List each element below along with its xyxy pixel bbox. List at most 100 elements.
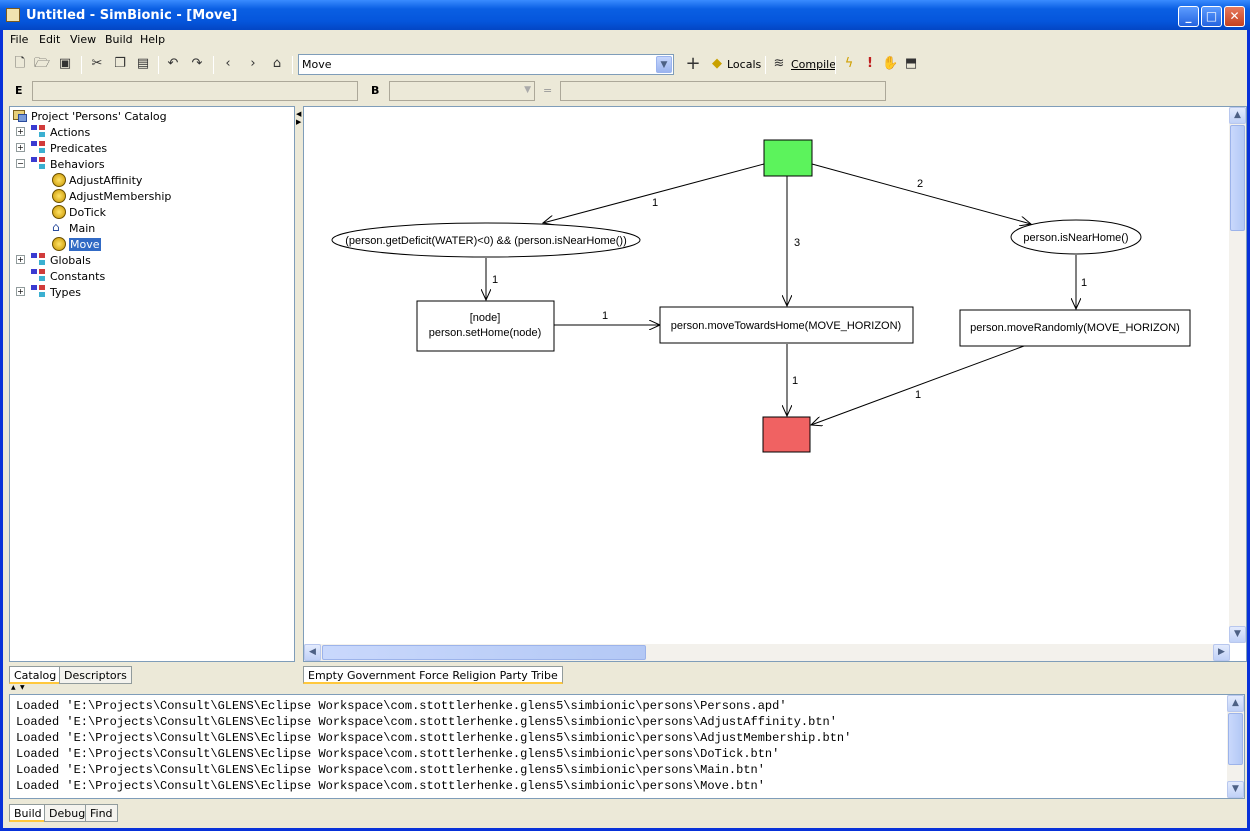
scroll-down-icon[interactable]: ▼ xyxy=(1229,626,1246,643)
minimize-button[interactable]: _ xyxy=(1178,6,1199,27)
menu-help[interactable]: Help xyxy=(140,33,166,46)
horizontal-splitter[interactable]: ▲ ▼ xyxy=(3,684,1247,693)
condition-node-2[interactable] xyxy=(1010,219,1142,255)
menu-edit[interactable]: Edit xyxy=(39,33,61,46)
class-icon xyxy=(31,269,47,283)
redo-icon[interactable]: ↷ xyxy=(191,56,203,71)
equals-label: = xyxy=(543,84,553,97)
app-icon xyxy=(6,8,20,22)
scroll-thumb[interactable] xyxy=(322,645,646,660)
expression-bar: E B ▼ = xyxy=(3,79,1247,103)
maximize-button[interactable]: □ xyxy=(1201,6,1222,27)
home-icon[interactable]: ⌂ xyxy=(272,56,282,71)
paste-icon[interactable]: ▤ xyxy=(136,56,150,71)
expression-field[interactable] xyxy=(32,81,358,101)
left-tabs: Catalog Descriptors xyxy=(9,664,295,686)
behavior-icon xyxy=(52,205,66,219)
log-line: Loaded 'E:\Projects\Consult\GLENS\Eclips… xyxy=(16,731,852,745)
expand-icon[interactable]: + xyxy=(16,143,25,152)
expand-right-icon[interactable]: ▶ xyxy=(296,118,302,126)
menu-build[interactable]: Build xyxy=(105,33,133,46)
collapse-up-icon[interactable]: ▲ xyxy=(11,684,16,691)
binding-select[interactable]: ▼ xyxy=(389,81,535,101)
edge-label: 1 xyxy=(652,197,658,209)
add-icon[interactable]: + xyxy=(685,53,701,74)
output-log[interactable]: Loaded 'E:\Projects\Consult\GLENS\Eclips… xyxy=(9,694,1245,799)
edge-label: 2 xyxy=(917,178,923,190)
edge-label: 1 xyxy=(915,389,921,401)
scroll-up-icon[interactable]: ▲ xyxy=(1229,107,1246,124)
tab-catalog[interactable]: Catalog xyxy=(9,666,62,684)
new-icon[interactable]: 🗋 xyxy=(14,56,26,71)
lightning-icon[interactable]: ϟ xyxy=(844,56,854,71)
expand-down-icon[interactable]: ▼ xyxy=(20,684,25,691)
action-node-sethome[interactable] xyxy=(416,300,555,352)
tab-find[interactable]: Find xyxy=(85,804,118,822)
edge-start-cond2[interactable] xyxy=(811,163,1031,224)
canvas-horizontal-scrollbar[interactable]: ◀ ▶ xyxy=(304,644,1230,661)
behavior-canvas[interactable]: 1 2 3 1 1 1 1 1 (person.getDeficit(WATER… xyxy=(303,106,1247,662)
class-icon xyxy=(31,125,47,139)
expand-icon[interactable]: + xyxy=(16,127,25,136)
scroll-thumb[interactable] xyxy=(1230,125,1245,231)
behavior-icon xyxy=(52,173,66,187)
binding-value-field[interactable] xyxy=(560,81,886,101)
expand-icon[interactable]: + xyxy=(16,287,25,296)
save-icon[interactable]: ▣ xyxy=(58,56,72,71)
action-node-sethome-line2: person.setHome(node) xyxy=(429,327,542,339)
cut-icon[interactable]: ✂ xyxy=(91,56,103,71)
chevron-down-icon[interactable]: ▼ xyxy=(656,56,672,73)
forward-icon[interactable]: › xyxy=(250,56,256,71)
edge-action3-end[interactable] xyxy=(811,345,1025,425)
edge-label: 1 xyxy=(792,375,798,387)
hand-icon[interactable]: ✋ xyxy=(882,56,899,71)
canvas-icon[interactable]: ⬒ xyxy=(904,56,918,71)
locals-button[interactable]: Locals xyxy=(727,58,762,71)
edge-start-cond1[interactable] xyxy=(543,163,765,223)
menu-file[interactable]: File xyxy=(10,33,29,46)
action-node-movetowardshome-label: person.moveTowardsHome(MOVE_HORIZON) xyxy=(671,320,901,332)
tab-build[interactable]: Build xyxy=(9,804,47,822)
behavior-graph[interactable]: 1 2 3 1 1 1 1 1 (person.getDeficit(WATER… xyxy=(304,107,1230,643)
end-node[interactable] xyxy=(762,416,811,453)
scroll-left-icon[interactable]: ◀ xyxy=(304,644,321,661)
main-behavior-icon: ⌂ xyxy=(52,220,60,234)
action-node-sethome-line1: [node] xyxy=(470,312,501,324)
scroll-right-icon[interactable]: ▶ xyxy=(1213,644,1230,661)
canvas-vertical-scrollbar[interactable]: ▲ ▼ xyxy=(1229,107,1246,643)
scroll-down-icon[interactable]: ▼ xyxy=(1227,781,1244,798)
menu-view[interactable]: View xyxy=(70,33,97,46)
undo-icon[interactable]: ↶ xyxy=(167,56,179,71)
open-icon[interactable]: 🗁 xyxy=(34,56,51,71)
close-button[interactable]: ✕ xyxy=(1224,6,1245,27)
action-node-moverandomly[interactable] xyxy=(959,309,1191,347)
title-bar[interactable]: Untitled - SimBionic - [Move] _ □ ✕ xyxy=(0,0,1250,30)
expand-icon[interactable]: + xyxy=(16,255,25,264)
behavior-select[interactable]: Move ▼ xyxy=(298,54,674,75)
collapse-left-icon[interactable]: ◀ xyxy=(296,110,302,118)
panel-splitter[interactable]: ◀ ▶ xyxy=(296,106,302,686)
collapse-icon[interactable]: − xyxy=(16,159,25,168)
log-line: Loaded 'E:\Projects\Consult\GLENS\Eclips… xyxy=(16,715,837,729)
condition-node-1[interactable] xyxy=(331,222,641,258)
copy-icon[interactable]: ❐ xyxy=(114,56,126,71)
tab-polymorphism[interactable]: Empty Government Force Religion Party Tr… xyxy=(303,666,563,684)
compile-button[interactable]: Compile xyxy=(791,58,836,71)
b-label: B xyxy=(371,84,380,97)
back-icon[interactable]: ‹ xyxy=(225,56,231,71)
exclamation-icon[interactable]: ! xyxy=(867,56,873,71)
action-node-movetowardshome[interactable] xyxy=(659,306,914,344)
log-vertical-scrollbar[interactable]: ▲ ▼ xyxy=(1227,695,1244,798)
action-node-moverandomly-label: person.moveRandomly(MOVE_HORIZON) xyxy=(970,322,1180,334)
locals-icon[interactable]: ◆ xyxy=(712,56,722,71)
scroll-up-icon[interactable]: ▲ xyxy=(1227,695,1244,712)
condition-node-2-label: person.isNearHome() xyxy=(1023,232,1128,244)
canvas-tabs: Empty Government Force Religion Party Tr… xyxy=(303,664,1247,686)
tab-descriptors[interactable]: Descriptors xyxy=(59,666,132,684)
tab-debug[interactable]: Debug xyxy=(44,804,91,822)
edge-label: 1 xyxy=(492,274,498,286)
behavior-icon xyxy=(52,237,66,251)
scroll-thumb[interactable] xyxy=(1228,713,1243,765)
compile-icon[interactable]: ≋ xyxy=(773,56,785,71)
start-node[interactable] xyxy=(763,139,813,177)
